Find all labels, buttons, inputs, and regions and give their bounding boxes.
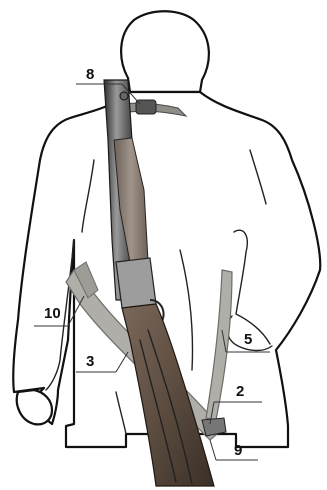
head xyxy=(121,11,209,92)
callout-5: 5 xyxy=(244,331,252,348)
sling-buckle-top xyxy=(136,100,156,114)
callout-8: 8 xyxy=(86,66,94,83)
barrel-swivel xyxy=(120,92,128,100)
callout-2: 2 xyxy=(236,383,244,400)
callout-10: 10 xyxy=(44,305,61,322)
callout-3: 3 xyxy=(86,353,94,370)
callout-9: 9 xyxy=(234,442,242,459)
